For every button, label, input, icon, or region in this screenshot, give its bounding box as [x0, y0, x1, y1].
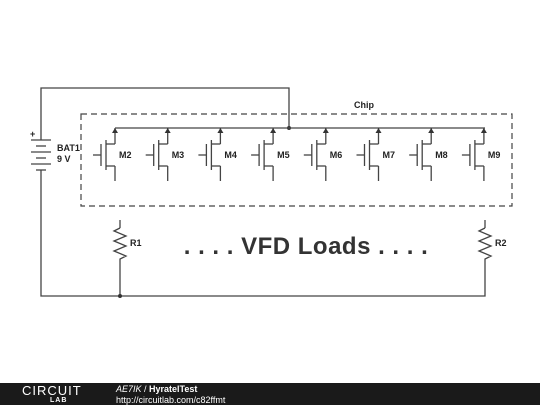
wire-bottom — [40, 170, 486, 297]
wire-top-left — [40, 87, 290, 140]
transistor-m4: M4 — [198, 128, 237, 181]
battery-symbol — [31, 139, 51, 171]
vfd-loads-caption: . . . . VFD Loads . . . . — [184, 233, 429, 260]
battery-label: BAT1 — [57, 143, 80, 153]
resistor-r2-label: R2 — [495, 238, 507, 248]
footer-circuit-title[interactable]: HyratelTest — [149, 384, 198, 394]
transistor-m3: M3 — [145, 128, 185, 181]
circuitlab-logo[interactable]: CIRCUIT LAB — [22, 384, 92, 404]
battery-plus-sign: + — [30, 129, 35, 139]
logo-text-bottom: LAB — [50, 397, 68, 404]
logo-text-top: CIRCUIT — [22, 383, 82, 398]
transistor-label: M9 — [488, 150, 501, 160]
battery-voltage: 9 V — [57, 154, 71, 164]
transistor-m2: M2 — [93, 128, 132, 181]
transistor-label: M8 — [435, 150, 448, 160]
transistor-m7: M7 — [356, 128, 396, 181]
resistor-r1 — [112, 227, 128, 262]
footer-title-line: AE7IK / HyratelTest — [116, 384, 197, 394]
transistor-m6: M6 — [303, 128, 343, 181]
resistor-r2 — [477, 227, 493, 262]
junction-dot-bottom — [118, 294, 122, 298]
footer-url-link[interactable]: http://circuitlab.com/c82ffmt — [116, 395, 226, 405]
chip-label: Chip — [354, 100, 374, 110]
transistor-m9: M9 — [461, 128, 501, 181]
footer-separator: / — [141, 384, 150, 394]
transistor-array: M2 M3 M4 M5 M6 M7 M8 M9 — [93, 128, 500, 181]
footer-bar: CIRCUIT LAB AE7IK / HyratelTest http://c… — [0, 383, 540, 405]
footer-username[interactable]: AE7IK — [116, 384, 142, 394]
transistor-m5: M5 — [251, 128, 290, 181]
transistor-label: M6 — [330, 150, 343, 160]
transistor-label: M4 — [224, 150, 237, 160]
resistor-r1-label: R1 — [130, 238, 142, 248]
transistor-label: M7 — [383, 150, 396, 160]
chip-boundary — [80, 113, 513, 207]
schematic-diagram: + BAT1 9 V Chip M2 M3 M4 M5 M6 M7 M8 M9 R1 R2 .… — [30, 87, 513, 298]
transistor-label: M5 — [277, 150, 290, 160]
transistor-m8: M8 — [409, 128, 448, 181]
transistor-label: M3 — [172, 150, 185, 160]
transistor-label: M2 — [119, 150, 132, 160]
